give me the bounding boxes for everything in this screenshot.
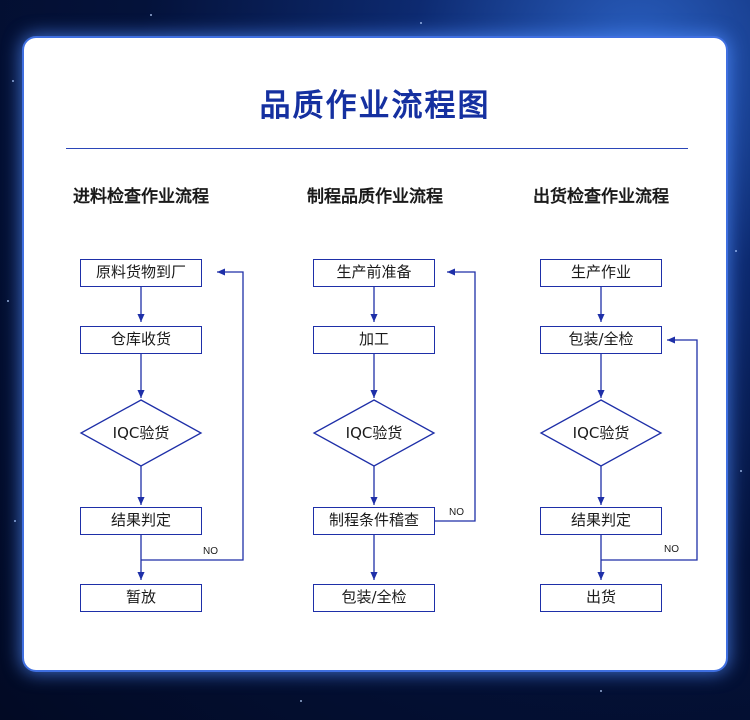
shipping-step-packing: 包装/全检 (540, 326, 662, 354)
shipping-no-label: NO (664, 544, 679, 555)
page-title: 品质作业流程图 (259, 88, 491, 124)
process-step-preparation: 生产前准备 (313, 259, 435, 287)
incoming-step-judgement: 结果判定 (80, 507, 202, 535)
shipping-decision-label: IQC验货 (572, 424, 630, 442)
shipping-loop-back (601, 336, 698, 561)
incoming-flow-title: 进料检查作业流程 (73, 187, 209, 207)
process-flow-title: 制程品质作业流程 (307, 187, 443, 207)
process-step-audit: 制程条件稽查 (313, 507, 435, 535)
incoming-no-label: NO (203, 546, 218, 557)
incoming-loop-back (141, 268, 244, 561)
incoming-step-arrival: 原料货物到厂 (80, 259, 202, 287)
process-loop-back (435, 268, 476, 522)
incoming-step-hold: 暂放 (80, 584, 202, 612)
incoming-decision-label: IQC验货 (112, 424, 170, 442)
process-no-label: NO (449, 507, 464, 518)
process-decision-label: IQC验货 (345, 424, 403, 442)
shipping-flow-title: 出货检查作业流程 (533, 187, 669, 207)
process-step-packing: 包装/全检 (313, 584, 435, 612)
shipping-step-ship: 出货 (540, 584, 662, 612)
process-step-machining: 加工 (313, 326, 435, 354)
title-divider (66, 148, 688, 149)
incoming-step-receiving: 仓库收货 (80, 326, 202, 354)
shipping-step-production: 生产作业 (540, 259, 662, 287)
shipping-step-judgement: 结果判定 (540, 507, 662, 535)
